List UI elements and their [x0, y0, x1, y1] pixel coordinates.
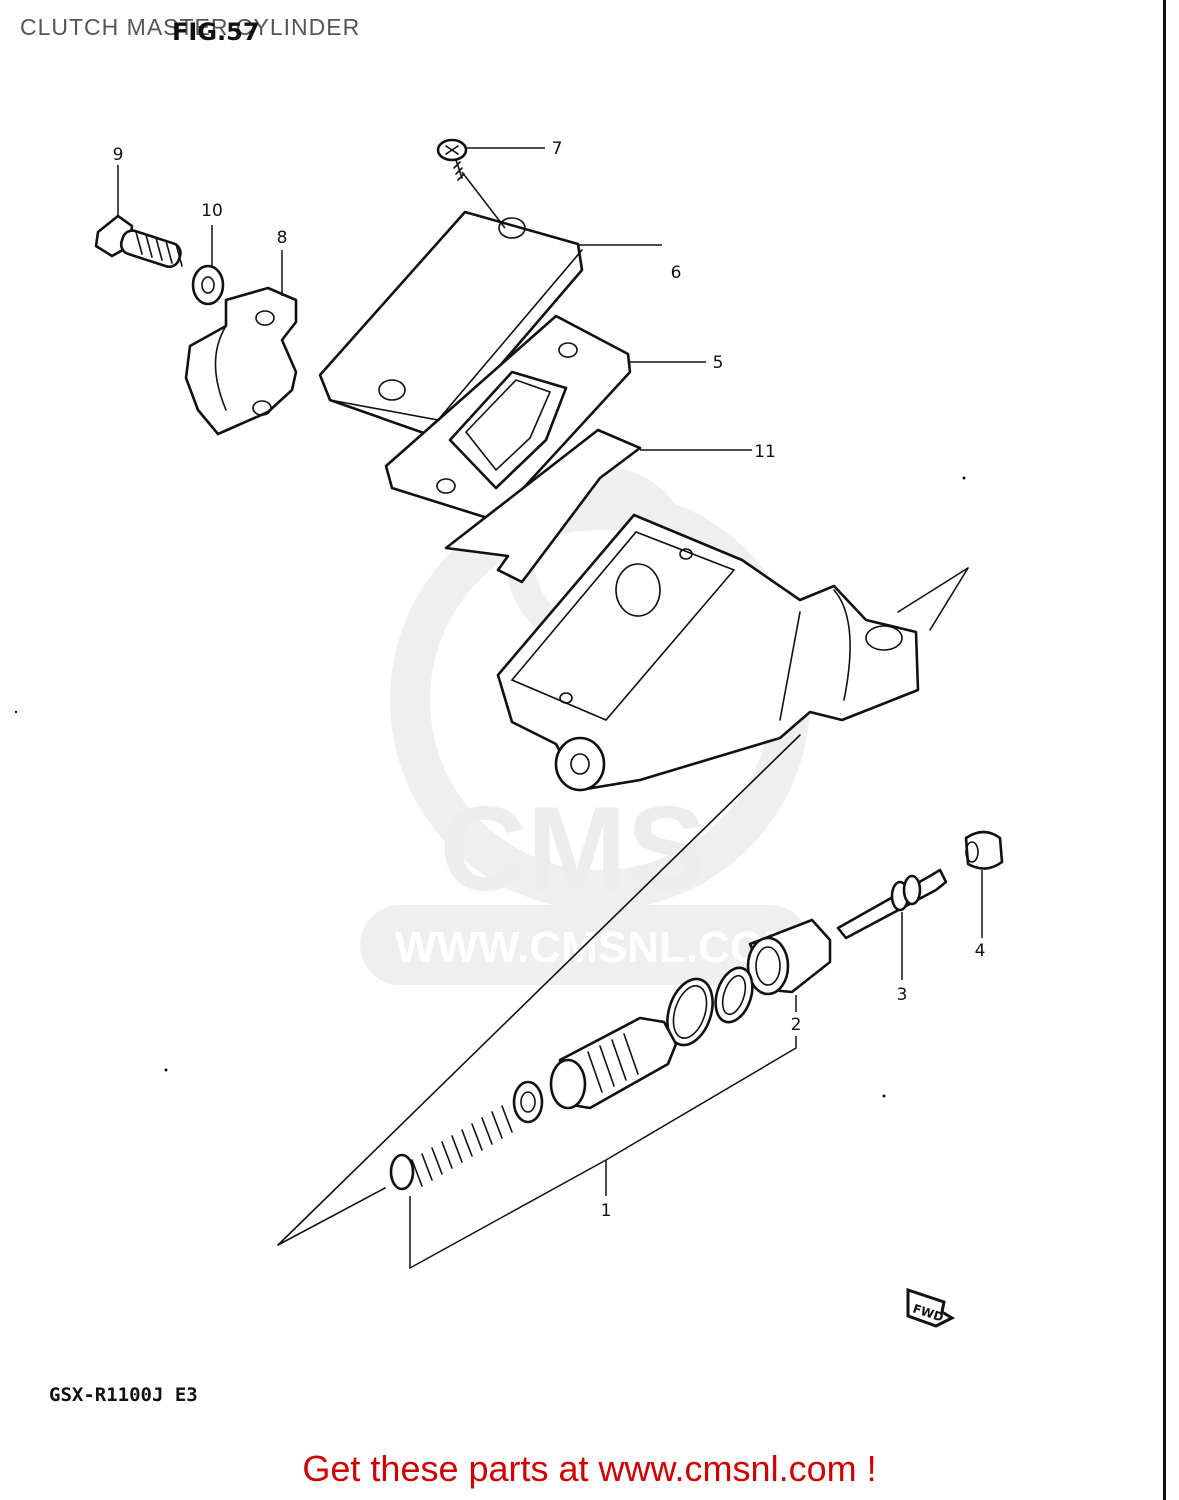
callout-3: 3: [897, 985, 908, 1005]
master-cylinder-body: [496, 513, 920, 792]
scan-dots: [14, 476, 966, 1098]
page-title: CLUTCH MASTER CYLINDER: [20, 14, 361, 40]
callout-6: 6: [671, 263, 682, 283]
callout-9: 9: [113, 145, 124, 165]
callout-10: 10: [201, 201, 223, 221]
circlip-part: [714, 966, 754, 1024]
bolt-part: [94, 214, 183, 269]
diaphragm-plate-part: [384, 314, 632, 522]
o-ring-part: [666, 977, 714, 1047]
callout-1: 1: [601, 1201, 612, 1221]
figure-label: FIG.57: [172, 18, 260, 46]
model-code: GSX-R1100J E3: [49, 1384, 198, 1406]
callout-8: 8: [277, 228, 288, 248]
dust-boot-part: [746, 918, 832, 996]
boot-cap-part: [964, 830, 1004, 870]
screw-part: [436, 138, 468, 181]
gasket-part: [444, 428, 642, 584]
callout-5: 5: [713, 353, 724, 373]
callout-7: 7: [552, 139, 563, 159]
right-border: [1163, 0, 1166, 1500]
fwd-arrow-mark: FWD: [906, 1287, 956, 1328]
washer-part: [191, 264, 225, 306]
push-rod-part: [836, 868, 948, 940]
watermark-logo-text: CMS: [440, 782, 707, 916]
callout-labels: 1 2 3 4 5 6 7 8 9 10 11: [113, 139, 986, 1221]
clamp-part: [184, 286, 298, 436]
callout-leaders: [117, 147, 983, 1270]
assembly-guide-lines: [277, 567, 969, 1246]
watermark-url-text: WWW.CMSNL.COM: [395, 923, 801, 972]
callout-11: 11: [754, 442, 776, 462]
parts-shop-link[interactable]: Get these parts at www.cmsnl.com !: [302, 1448, 877, 1489]
callout-2: 2: [791, 1015, 802, 1035]
piston-assembly-part: [389, 1016, 678, 1191]
callout-4: 4: [975, 941, 986, 961]
